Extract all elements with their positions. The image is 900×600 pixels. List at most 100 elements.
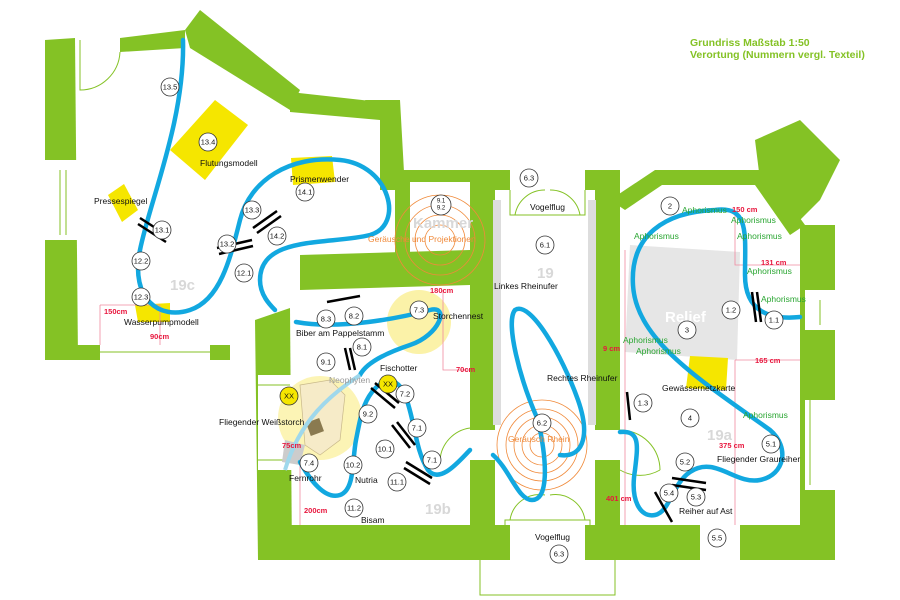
dimension-label: 401 cm: [606, 494, 632, 503]
dimension-labels: 150cm 90cm 180cm 70cm 75cm 200cm 150 cm …: [104, 205, 787, 515]
marker[interactable]: 5.2: [675, 452, 695, 472]
room-19b-label: 19b: [425, 501, 451, 518]
svg-text:13.4: 13.4: [201, 138, 216, 147]
svg-text:3: 3: [685, 326, 689, 335]
marker[interactable]: 13.2: [217, 234, 237, 254]
marker[interactable]: 13.5: [160, 77, 180, 97]
marker[interactable]: 1.3: [633, 393, 653, 413]
svg-text:12.2: 12.2: [134, 257, 149, 266]
marker[interactable]: 14.1: [295, 182, 315, 202]
marker[interactable]: 4: [680, 408, 700, 428]
svg-text:9.2: 9.2: [437, 206, 446, 212]
svg-text:5.5: 5.5: [712, 534, 722, 543]
marker[interactable]: 7.3: [409, 300, 429, 320]
marker[interactable]: 12.1: [234, 263, 254, 283]
label-pressespiegel: Pressespiegel: [94, 196, 148, 206]
label-fernrohr: Fernrohr: [289, 473, 322, 483]
label-wasserpumpmodell: Wasserpumpmodell: [124, 317, 199, 327]
svg-text:5.4: 5.4: [664, 489, 674, 498]
label-geraeusch-rhein: Geräusch Rhein: [508, 434, 570, 444]
svg-text:1.1: 1.1: [769, 316, 779, 325]
marker[interactable]: 9.19.2: [430, 194, 452, 216]
dimension-label: 375 cm: [719, 441, 745, 450]
label-geraeusche: Geräusche und Projektionen: [368, 234, 476, 244]
dimension-label: 180cm: [430, 286, 454, 295]
marker[interactable]: 13.1: [152, 220, 172, 240]
aphorism: Aphorismus: [623, 335, 668, 345]
svg-text:14.2: 14.2: [270, 232, 285, 241]
marker[interactable]: 6.3: [519, 168, 539, 188]
markers: 13.5 13.4 14.1 13.3 14.2 13.1 12.2 13.2 …: [131, 77, 784, 564]
marker[interactable]: 9.2: [358, 404, 378, 424]
dimension-label: 9 cm: [603, 344, 620, 353]
svg-text:12.3: 12.3: [134, 293, 149, 302]
marker[interactable]: 7.1: [407, 418, 427, 438]
marker[interactable]: 5.1: [761, 434, 781, 454]
label-bisam: Bisam: [361, 515, 385, 525]
svg-text:9.1: 9.1: [437, 199, 446, 205]
marker[interactable]: 6.1: [535, 235, 555, 255]
label-prismenwender: Prismenwender: [290, 174, 349, 184]
svg-text:9.2: 9.2: [363, 410, 373, 419]
svg-text:12.1: 12.1: [237, 269, 252, 278]
svg-text:6.3: 6.3: [524, 174, 534, 183]
relief-label: Relief: [665, 309, 707, 326]
dimension-label: 90cm: [150, 332, 170, 341]
label-fischotter: Fischotter: [380, 363, 417, 373]
marker[interactable]: 6.3: [549, 544, 569, 564]
svg-text:8.1: 8.1: [357, 343, 367, 352]
svg-text:7.1: 7.1: [427, 456, 437, 465]
marker[interactable]: 7.2: [395, 384, 415, 404]
kammer-label: Kammer: [413, 215, 473, 232]
svg-text:5.2: 5.2: [680, 458, 690, 467]
plan-title: Grundriss Maßstab 1:50 Verortung (Nummer…: [690, 37, 865, 61]
marker[interactable]: 5.4: [659, 483, 679, 503]
svg-text:8.3: 8.3: [321, 315, 331, 324]
marker[interactable]: 8.1: [352, 337, 372, 357]
label-flutungsmodell: Flutungsmodell: [200, 158, 258, 168]
marker[interactable]: 13.3: [242, 200, 262, 220]
svg-text:14.1: 14.1: [298, 188, 313, 197]
marker[interactable]: 1.1: [764, 310, 784, 330]
svg-text:1.2: 1.2: [726, 306, 736, 315]
svg-text:9.1: 9.1: [321, 358, 331, 367]
svg-text:5.1: 5.1: [766, 440, 776, 449]
marker[interactable]: 7.4: [299, 453, 319, 473]
title-line-1: Grundriss Maßstab 1:50: [690, 37, 810, 49]
label-nutria: Nutria: [355, 475, 378, 485]
marker[interactable]: 3: [677, 320, 697, 340]
marker[interactable]: 9.1: [316, 352, 336, 372]
label-linkes-rheinufer: Linkes Rheinufer: [494, 281, 558, 291]
marker[interactable]: 14.2: [267, 226, 287, 246]
svg-text:5.3: 5.3: [691, 493, 701, 502]
marker[interactable]: 8.2: [344, 306, 364, 326]
label-graureiher: Fliegender Graureiher: [717, 454, 800, 464]
marker[interactable]: 11.2: [344, 498, 364, 518]
dimension-label: 75cm: [282, 441, 302, 450]
aphorism: Aphorismus: [731, 215, 776, 225]
marker[interactable]: 10.1: [375, 439, 395, 459]
marker[interactable]: 1.2: [721, 300, 741, 320]
aphorism-labels: Aphorismus Aphorismus Aphorismus Aphoris…: [623, 205, 806, 420]
room-labels: 19c 19b 19 19a Kammer Relief: [170, 215, 733, 518]
marker[interactable]: 13.4: [198, 132, 218, 152]
marker[interactable]: 5.5: [707, 528, 727, 548]
marker[interactable]: 12.2: [131, 251, 151, 271]
marker[interactable]: 12.3: [131, 287, 151, 307]
dimension-label: 150cm: [104, 307, 128, 316]
label-storchennest: Storchennest: [433, 311, 484, 321]
marker[interactable]: 6.2: [532, 413, 552, 433]
label-gewaessernetzkarte: Gewässernetzkarte: [662, 383, 735, 393]
marker-xx[interactable]: XX: [279, 386, 299, 406]
dimension-label: 131 cm: [761, 258, 787, 267]
marker[interactable]: 5.3: [686, 487, 706, 507]
marker-xx[interactable]: XX: [378, 374, 398, 394]
dimension-label: 150 cm: [732, 205, 758, 214]
marker[interactable]: 10.2: [343, 455, 363, 475]
svg-text:13.5: 13.5: [163, 83, 178, 92]
marker[interactable]: 8.3: [316, 309, 336, 329]
marker[interactable]: 7.1: [422, 450, 442, 470]
marker[interactable]: 11.1: [387, 472, 407, 492]
marker[interactable]: 2: [660, 196, 680, 216]
svg-text:6.2: 6.2: [537, 419, 547, 428]
